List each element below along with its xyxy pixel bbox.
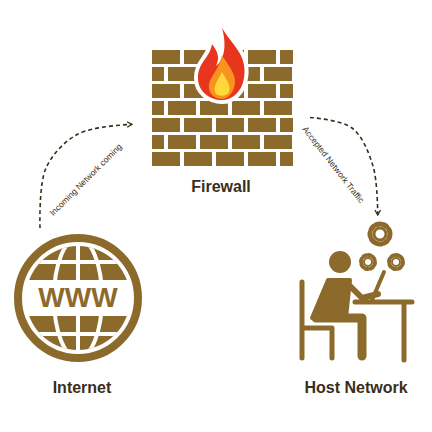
- internet-node: Internet: [12, 228, 152, 400]
- node-label: Firewall: [191, 177, 251, 196]
- globe-text: WWW: [36, 283, 119, 313]
- firewall-node: Firewall: [132, 28, 310, 200]
- dashed-arrow: [40, 124, 132, 228]
- host-icon: [302, 224, 412, 360]
- edge-label: Incoming Network coming: [46, 140, 126, 220]
- node-label: Internet: [53, 378, 112, 397]
- firewall-icon: [152, 28, 293, 169]
- globe-icon: [18, 236, 140, 360]
- edge-label: Accepted Network Traffic: [298, 123, 367, 207]
- host-node: Host Network: [292, 215, 420, 400]
- node-label: Host Network: [304, 378, 407, 397]
